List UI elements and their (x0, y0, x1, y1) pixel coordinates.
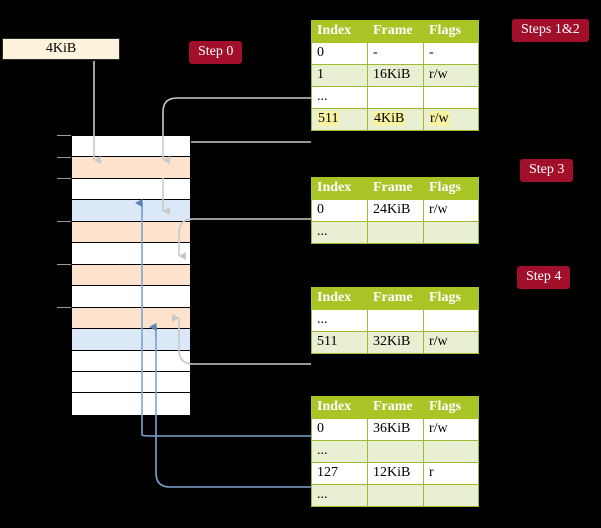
cell-frame (367, 484, 424, 507)
table-row: ... (311, 86, 479, 109)
memory-frame-2 (72, 178, 190, 201)
table-row: 0-- (311, 42, 479, 65)
frame-tick-4 (57, 221, 71, 222)
cell-flags (423, 221, 479, 244)
wire-l2-32kib-to-frame (172, 314, 311, 365)
cell-frame: 16KiB (367, 64, 424, 87)
column-header-index: Index (311, 177, 368, 200)
cell-frame: 24KiB (367, 199, 424, 222)
cell-flags (423, 86, 479, 109)
cell-flags (423, 309, 479, 332)
memory-frame-4 (72, 221, 190, 244)
cell-index: 127 (311, 462, 368, 485)
column-header-frame: Frame (367, 20, 424, 43)
cell-frame (367, 440, 424, 463)
badge-step-0-label: Step 0 (198, 44, 234, 59)
cell-index: 0 (311, 42, 368, 65)
cell-frame: - (367, 42, 424, 65)
cell-index: ... (311, 309, 368, 332)
physical-memory-frame-stack (71, 135, 191, 416)
frame-tick-6 (57, 264, 71, 265)
cell-index: ... (311, 86, 368, 109)
badge-step-0: Step 0 (189, 41, 243, 64)
cell-flags: r/w (423, 108, 479, 131)
badge-steps-1-2-label: Steps 1&2 (521, 22, 580, 37)
column-header-index: Index (311, 20, 368, 43)
cell-flags: r/w (423, 331, 479, 354)
cell-flags (423, 440, 479, 463)
memory-frame-3 (72, 200, 190, 222)
cell-flags: r/w (423, 64, 479, 87)
memory-frame-7 (72, 286, 190, 308)
frame-tick-8 (57, 307, 71, 308)
cell-index: 0 (311, 199, 368, 222)
cell-frame (367, 86, 424, 109)
cell-index: 511 (311, 331, 368, 354)
cell-frame: 32KiB (367, 331, 424, 354)
column-header-index: Index (311, 287, 368, 310)
cell-frame: 12KiB (367, 462, 424, 485)
table-row: ... (311, 440, 479, 463)
memory-frame-1 (72, 157, 190, 179)
cell-frame: 36KiB (367, 418, 424, 441)
cell-index: ... (311, 484, 368, 507)
cell-index: ... (311, 221, 368, 244)
column-header-frame: Frame (367, 396, 424, 419)
wire-l3-24kib-to-frame (178, 218, 311, 260)
memory-frame-8 (72, 307, 190, 330)
cell-index: 1 (311, 64, 368, 87)
cell-flags: r/w (423, 199, 479, 222)
column-header-index: Index (311, 396, 368, 419)
frame-tick-1 (57, 157, 71, 158)
cell-flags: r (423, 462, 479, 485)
table-row: ... (311, 221, 479, 244)
memory-frame-9 (72, 329, 190, 351)
table-row: ... (311, 484, 479, 507)
frame-tick-2 (57, 178, 71, 179)
cell-frame (367, 309, 424, 332)
column-header-frame: Frame (367, 287, 424, 310)
badge-step-4: Step 4 (517, 266, 571, 289)
column-header-frame: Frame (367, 177, 424, 200)
cell-frame: 4KiB (367, 108, 424, 131)
column-header-flags: Flags (423, 177, 479, 200)
cell-flags: - (423, 42, 479, 65)
table-row: ... (311, 309, 479, 332)
cell-index: ... (311, 440, 368, 463)
memory-frame-5 (72, 243, 190, 265)
virtual-address-label: 4KiB (45, 41, 77, 56)
memory-frame-12 (72, 393, 190, 415)
memory-frame-6 (72, 264, 190, 287)
badge-steps-1-2: Steps 1&2 (512, 19, 589, 42)
cell-index: 0 (311, 418, 368, 441)
virtual-address-box: 4KiB (2, 38, 120, 60)
badge-step-3-label: Step 3 (529, 162, 565, 177)
memory-frame-10 (72, 350, 190, 372)
cell-flags: r/w (423, 418, 479, 441)
cell-frame (367, 221, 424, 244)
memory-frame-11 (72, 371, 190, 394)
cell-flags (423, 484, 479, 507)
column-header-flags: Flags (423, 396, 479, 419)
badge-step-4-label: Step 4 (526, 269, 562, 284)
badge-step-3: Step 3 (520, 159, 574, 182)
memory-frame-0 (72, 136, 190, 158)
frame-tick-0 (57, 135, 71, 136)
cell-index: 511 (311, 108, 368, 131)
column-header-flags: Flags (423, 20, 479, 43)
column-header-flags: Flags (423, 287, 479, 310)
